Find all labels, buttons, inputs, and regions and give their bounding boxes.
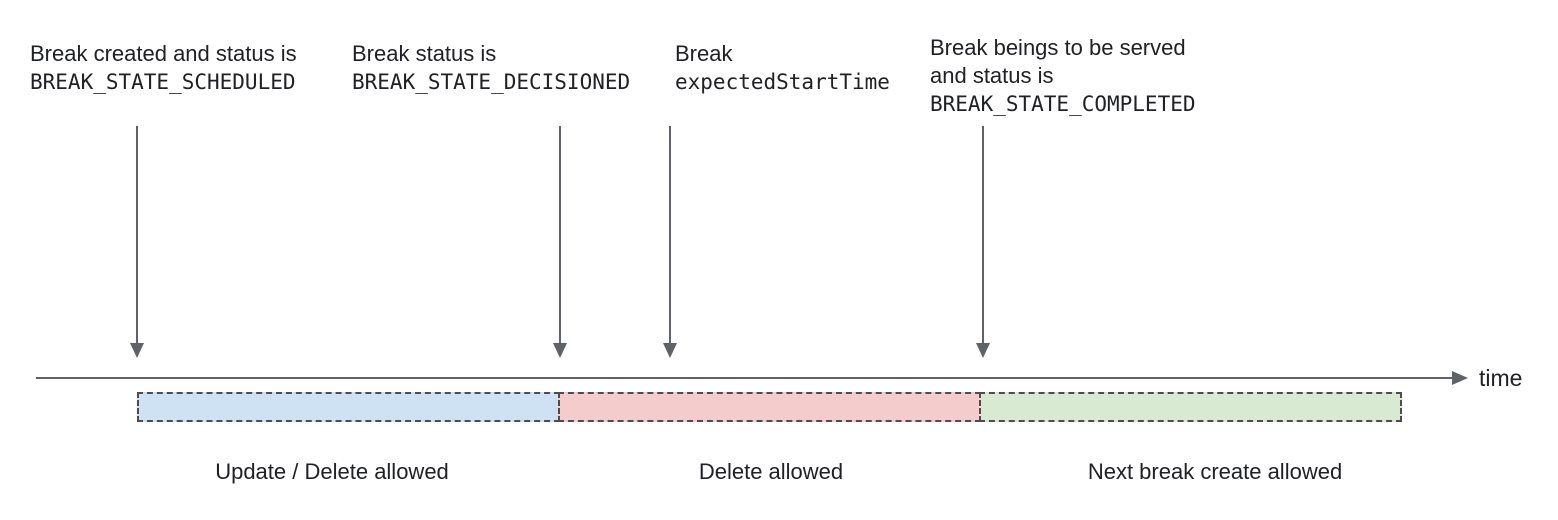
arrow-shaft [136, 126, 138, 343]
timeline-arrowhead-icon [1452, 371, 1468, 385]
annotation-break-completed: Break beings to be served and status is … [930, 34, 1196, 118]
annotation-text: Break [675, 41, 733, 66]
arrow-down-icon [130, 126, 144, 358]
annotation-code: BREAK_STATE_COMPLETED [930, 92, 1196, 116]
arrow-down-icon [976, 126, 990, 358]
annotation-text: Break status is [352, 41, 497, 66]
annotation-code: BREAK_STATE_DECISIONED [352, 70, 631, 94]
segment-label-next-break-create: Next break create allowed [1087, 459, 1343, 484]
annotation-code: BREAK_STATE_SCHEDULED [30, 70, 296, 94]
segments-row [137, 392, 1402, 422]
segment-update-delete-allowed [137, 392, 560, 422]
segment-label-delete: Delete allowed [698, 459, 844, 484]
annotation-break-decisioned: Break status is BREAK_STATE_DECISIONED [352, 40, 630, 96]
arrow-shaft [982, 126, 984, 343]
time-axis-label: time [1479, 365, 1523, 391]
segment-next-break-create-allowed [979, 392, 1402, 422]
arrowhead-icon [130, 343, 144, 358]
timeline-axis [36, 377, 1455, 379]
annotation-break-scheduled: Break created and status is BREAK_STATE_… [30, 40, 297, 96]
annotation-text: Break created and status is [30, 41, 297, 66]
arrow-down-icon [553, 126, 567, 358]
arrow-shaft [669, 126, 671, 343]
arrow-shaft [559, 126, 561, 343]
arrowhead-icon [663, 343, 677, 358]
annotation-expected-start-time: Break expectedStartTime [675, 40, 890, 96]
annotation-text: Break beings to be served [930, 35, 1186, 60]
annotation-text: and status is [930, 63, 1054, 88]
arrow-down-icon [663, 126, 677, 358]
arrowhead-icon [553, 343, 567, 358]
segment-label-update-delete: Update / Delete allowed [215, 459, 449, 484]
segment-delete-allowed [558, 392, 981, 422]
arrowhead-icon [976, 343, 990, 358]
annotation-code: expectedStartTime [675, 70, 890, 94]
